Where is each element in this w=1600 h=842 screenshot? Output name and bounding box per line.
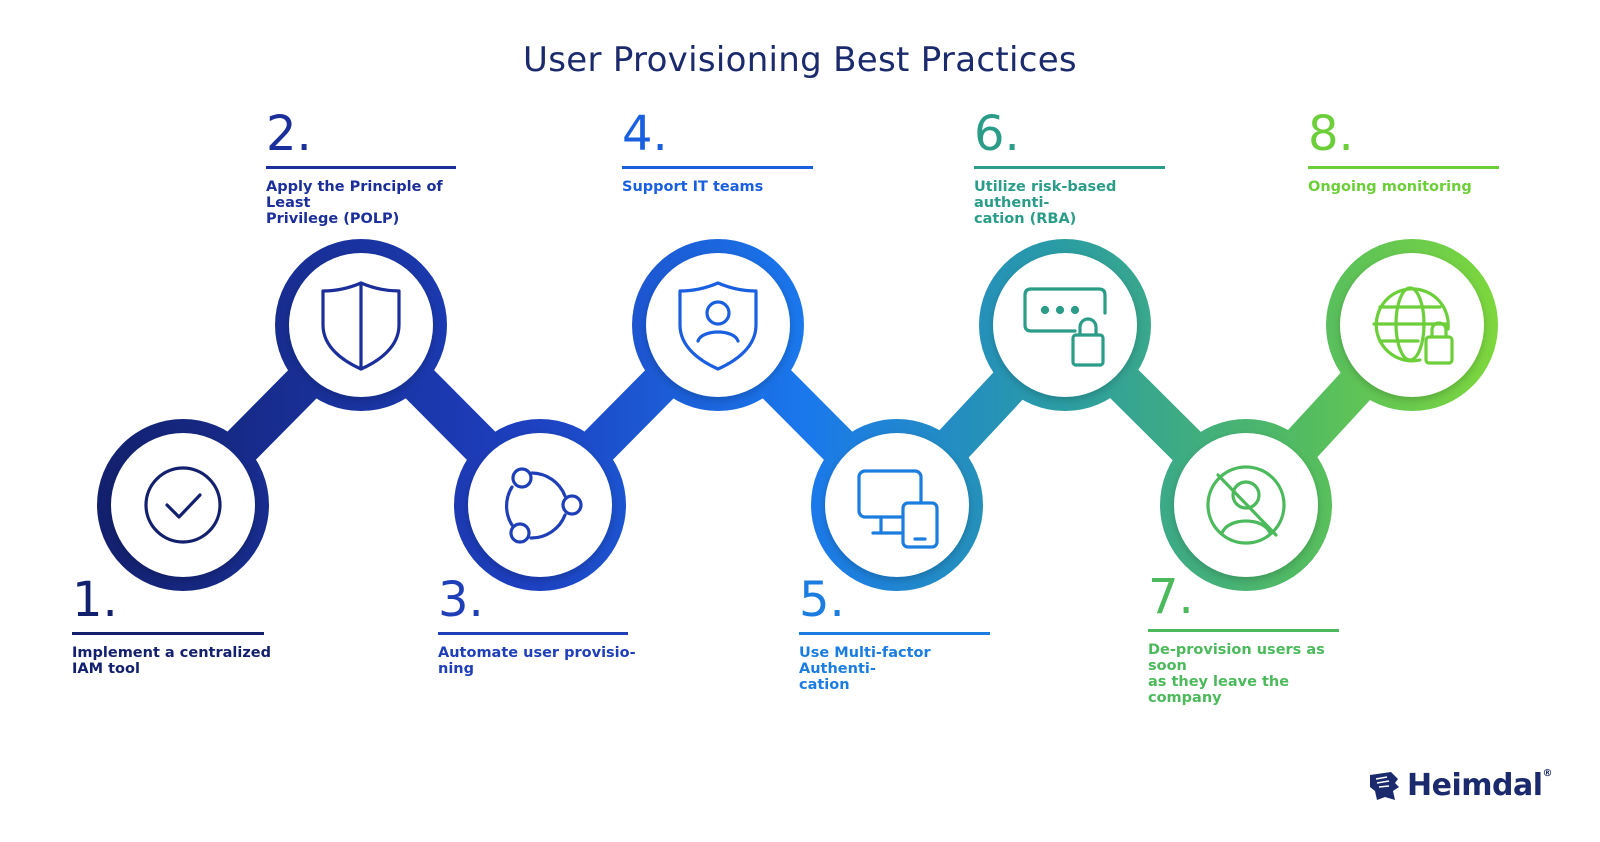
step-6: 6. Utilize risk-based authenti-cation (RB… [974, 108, 1175, 227]
step-label: Automate user provisio-ning [438, 645, 638, 677]
globe-lock-icon [1372, 286, 1454, 365]
step-divider [1148, 629, 1339, 632]
workflow-cycle-icon [505, 467, 583, 544]
heimdal-logo[interactable]: Heimdal® [1367, 768, 1552, 803]
step-divider [72, 632, 264, 635]
step-label: Use Multi-factor Authenti-cation [799, 645, 1000, 693]
step-label-line: Automate user provisio- [438, 645, 636, 661]
step-disc-1 [111, 433, 255, 577]
step-divider [1308, 166, 1499, 169]
step-number: 3. [438, 572, 484, 628]
user-shield-icon [678, 281, 758, 371]
step-disc-5 [825, 433, 969, 577]
step-disc-3 [468, 433, 612, 577]
step-4: 4. Support IT teams [622, 108, 823, 195]
helmet-logo-icon [1370, 771, 1399, 800]
step-label-line: Support IT teams [622, 179, 764, 195]
step-label: Ongoing monitoring [1308, 179, 1509, 195]
step-label-line: IAM tool [72, 661, 140, 677]
step-label-line: Implement a centralized [72, 645, 271, 661]
step-label: Utilize risk-based authenti-cation (RBA) [974, 179, 1175, 227]
password-lock-icon [1023, 287, 1107, 367]
step-divider [622, 166, 813, 169]
step-3: 3. Automate user provisio-ning [438, 574, 638, 677]
step-divider [974, 166, 1165, 169]
step-number: 1. [72, 572, 118, 628]
step-8: 8. Ongoing monitoring [1308, 108, 1509, 195]
step-divider [438, 632, 628, 635]
step-label-line: Use Multi-factor Authenti- [799, 645, 931, 677]
step-divider [799, 632, 990, 635]
step-divider [266, 166, 456, 169]
devices-icon [857, 469, 939, 549]
step-number: 7. [1148, 569, 1194, 625]
step-number: 2. [266, 106, 312, 162]
shield-icon [321, 281, 401, 371]
step-label-line: ning [438, 661, 474, 677]
step-number: 8. [1308, 106, 1354, 162]
step-label-line: Apply the Principle of Least [266, 179, 443, 211]
user-blocked-icon [1206, 465, 1286, 545]
step-label-line: cation (RBA) [974, 211, 1077, 227]
step-label-line: Privilege (POLP) [266, 211, 400, 227]
page-title: User Provisioning Best Practices [523, 40, 1077, 80]
step-label-line: De-provision users as soon [1148, 642, 1325, 674]
step-number: 4. [622, 106, 668, 162]
check-circle-icon [144, 466, 222, 544]
brand-name: Heimdal® [1407, 768, 1552, 803]
step-label-line: Ongoing monitoring [1308, 179, 1472, 195]
step-label: Support IT teams [622, 179, 823, 195]
step-label-line: as they leave the company [1148, 674, 1290, 706]
step-5: 5. Use Multi-factor Authenti-cation [799, 574, 1000, 693]
step-disc-6 [993, 253, 1137, 397]
step-label-line: Utilize risk-based authenti- [974, 179, 1117, 211]
step-number: 5. [799, 572, 845, 628]
step-number: 6. [974, 106, 1020, 162]
step-label-line: cation [799, 677, 850, 693]
